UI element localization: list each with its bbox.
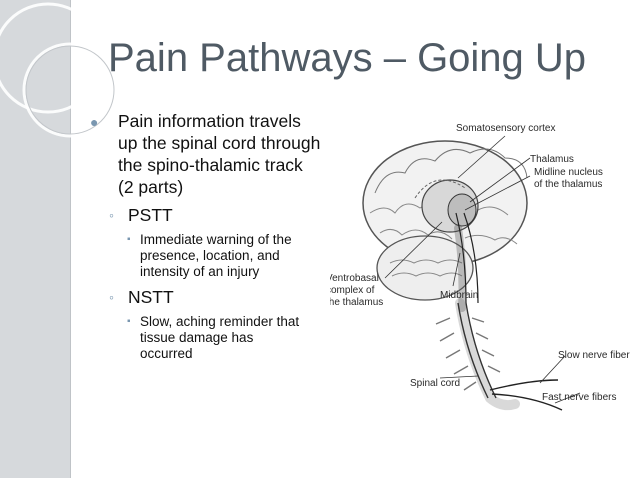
label-ventrobasal-3: the thalamus: [330, 297, 383, 308]
square-bullet-icon: ▪: [127, 234, 131, 245]
bullet-list: ● Pain information travels up the spinal…: [90, 110, 330, 362]
sub-bullet-nstt: ◦ NSTT: [90, 286, 330, 308]
label-fast-nerve-fibers: Fast nerve fibers: [542, 392, 616, 403]
sub-bullet-pstt: ◦ PSTT: [90, 204, 330, 226]
circle-bullet-icon: ◦: [109, 207, 114, 223]
label-somatosensory-cortex: Somatosensory cortex: [456, 123, 556, 134]
detail-line: tissue damage has: [140, 330, 254, 345]
slide-title: Pain Pathways – Going Up: [108, 36, 587, 80]
pain-pathway-illustration: Somatosensory cortex Thalamus Midline nu…: [330, 123, 630, 411]
main-bullet-line: up the spinal cord through: [118, 133, 321, 153]
leader-lines: [384, 135, 581, 404]
label-slow-nerve-fibers: Slow nerve fibers: [558, 350, 630, 361]
bullet-dot-icon: ●: [90, 114, 99, 130]
label-thalamus: Thalamus: [530, 154, 574, 165]
detail-bullet-nstt: ▪ Slow, aching reminder that tissue dama…: [90, 314, 330, 362]
label-midbrain: Midbrain: [440, 290, 478, 301]
label-midline-nucleus: Midline nucleus: [534, 167, 603, 178]
detail-line: presence, location, and: [140, 248, 280, 263]
sub-bullet-label: NSTT: [128, 287, 174, 307]
detail-line: intensity of an injury: [140, 264, 260, 279]
label-midline-nucleus-2: of the thalamus: [534, 179, 602, 190]
detail-line: occurred: [140, 346, 193, 361]
spinal-cord-illustration: [435, 212, 563, 411]
main-bullet-line: Pain information travels: [118, 111, 301, 131]
detail-bullet-pstt: ▪ Immediate warning of the presence, loc…: [90, 232, 330, 280]
sub-bullet-label: PSTT: [128, 205, 173, 225]
main-bullet: ● Pain information travels up the spinal…: [90, 110, 330, 198]
detail-line: Slow, aching reminder that: [140, 314, 300, 329]
brain-illustration: [362, 140, 528, 312]
label-spinal-cord: Spinal cord: [410, 378, 460, 389]
main-bullet-line: the spino-thalamic track: [118, 155, 303, 175]
decorative-rings: [0, 2, 118, 138]
label-ventrobasal: Ventrobasal: [330, 273, 379, 284]
square-bullet-icon: ▪: [127, 316, 131, 327]
label-ventrobasal-2: complex of: [330, 285, 375, 296]
circle-bullet-icon: ◦: [109, 289, 114, 305]
left-decorative-band: [0, 0, 71, 478]
detail-line: Immediate warning of the: [140, 232, 292, 247]
main-bullet-line: (2 parts): [118, 177, 184, 197]
